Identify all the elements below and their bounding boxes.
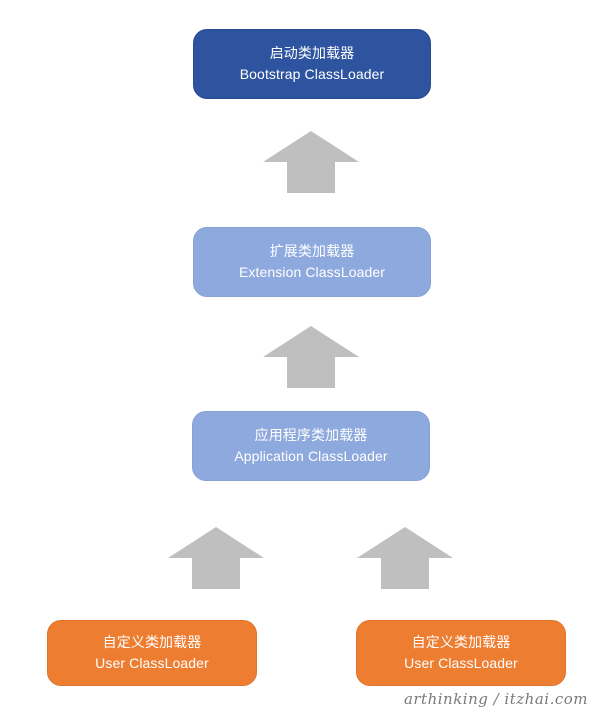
up-arrow-icon [263, 131, 359, 193]
application-classloader-en-label: Application ClassLoader [234, 447, 388, 464]
user-classloader-right-en-label: User ClassLoader [404, 654, 518, 671]
user-classloader-left-cn-label: 自定义类加载器 [102, 634, 202, 650]
extension-classloader-en-label: Extension ClassLoader [238, 263, 386, 280]
user-classloader-right-box: 自定义类加载器 User ClassLoader [356, 620, 566, 686]
up-arrow-user-left-to-application [168, 527, 264, 589]
up-arrow-icon [263, 326, 359, 388]
user-classloader-left-box: 自定义类加载器 User ClassLoader [47, 620, 257, 686]
extension-classloader-box: 扩展类加载器 Extension ClassLoader [193, 227, 431, 297]
up-arrow-extension-to-bootstrap [263, 131, 359, 193]
bootstrap-classloader-en-label: Bootstrap ClassLoader [239, 65, 385, 82]
application-classloader-cn-label: 应用程序类加载器 [254, 427, 368, 443]
up-arrow-icon [357, 527, 453, 589]
application-classloader-box: 应用程序类加载器 Application ClassLoader [192, 411, 430, 481]
watermark: arthinking / itzhai.com [403, 690, 588, 708]
user-classloader-right-cn-label: 自定义类加载器 [411, 634, 511, 650]
bootstrap-classloader-cn-label: 启动类加载器 [269, 45, 355, 61]
user-classloader-left-en-label: User ClassLoader [95, 654, 209, 671]
up-arrow-user-right-to-application [357, 527, 453, 589]
extension-classloader-cn-label: 扩展类加载器 [269, 243, 355, 259]
up-arrow-application-to-extension [263, 326, 359, 388]
bootstrap-classloader-box: 启动类加载器 Bootstrap ClassLoader [193, 29, 431, 99]
up-arrow-icon [168, 527, 264, 589]
